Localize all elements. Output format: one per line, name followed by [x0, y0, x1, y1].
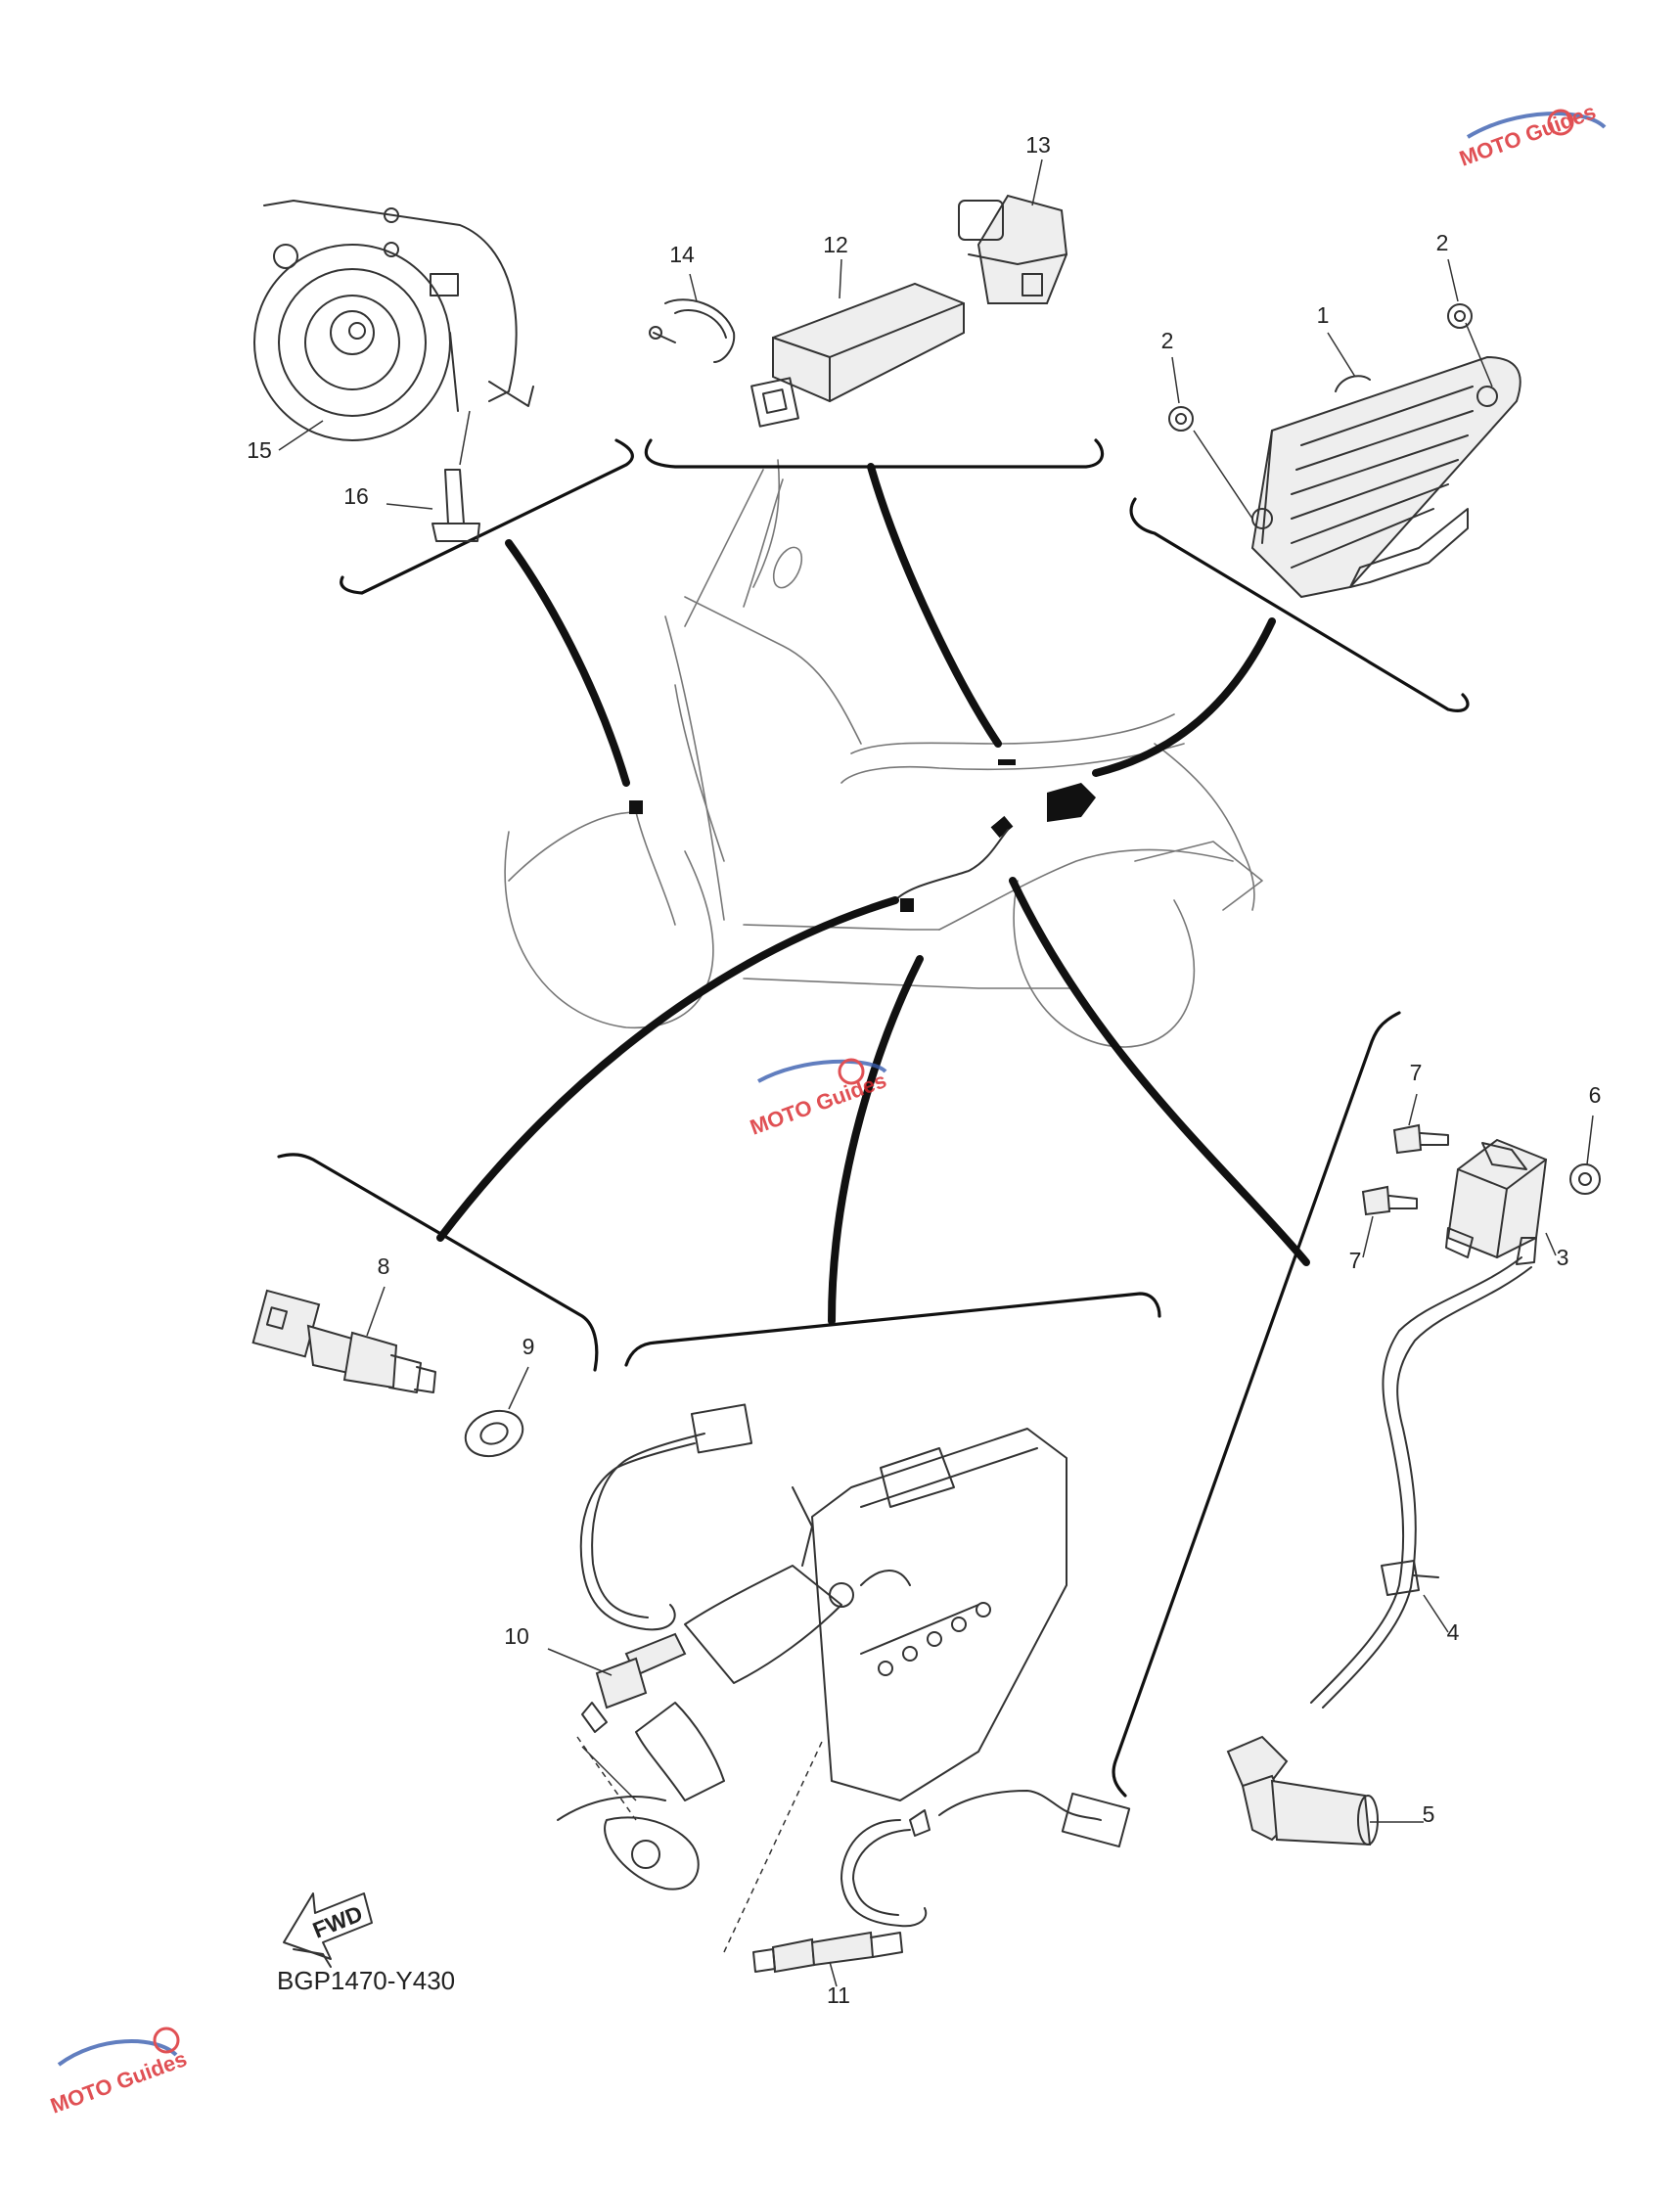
- part-label-9: 9: [522, 1334, 535, 1359]
- group-brackets: [277, 438, 1470, 1798]
- part-label-8: 8: [378, 1253, 390, 1279]
- part-label-3: 3: [1557, 1245, 1569, 1270]
- fwd-arrow: FWD: [283, 1892, 373, 1968]
- watermark-text-1: MOTO Guides: [1456, 99, 1599, 171]
- part-label-6: 6: [1589, 1082, 1602, 1108]
- part-label-2: 2: [1161, 328, 1174, 353]
- part-label-16: 16: [343, 483, 369, 509]
- horn-illustration: [253, 200, 534, 542]
- part-label-4: 4: [1447, 1619, 1460, 1645]
- part-label-5: 5: [1423, 1801, 1435, 1827]
- scooter-outline: [504, 459, 1263, 1048]
- part-label-2: 2: [1436, 230, 1449, 255]
- exhaust-illustration: [547, 1403, 1131, 1987]
- part-label-14: 14: [669, 242, 695, 267]
- watermark-bottom-left: MOTO Guides: [47, 2027, 190, 2119]
- part-label-7: 7: [1410, 1060, 1423, 1085]
- part-label-1: 1: [1317, 302, 1330, 328]
- relay-illustration: [649, 159, 1068, 428]
- sensor-illustration: [251, 1286, 529, 1458]
- watermark-top-right: MOTO Guides: [1456, 99, 1607, 171]
- watermark-text-2: MOTO Guides: [747, 1068, 889, 1140]
- mount-markers: [629, 759, 1096, 912]
- part-label-11: 11: [827, 1982, 850, 2008]
- drawing-code: BGP1470-Y430: [277, 1966, 455, 1995]
- part-label-13: 13: [1025, 132, 1051, 158]
- part-label-12: 12: [823, 232, 848, 257]
- rectifier-illustration: [1168, 258, 1521, 599]
- part-label-10: 10: [504, 1623, 529, 1649]
- part-label-7: 7: [1349, 1248, 1362, 1273]
- ignition-illustration: [1226, 1093, 1601, 1846]
- part-label-15: 15: [247, 437, 272, 463]
